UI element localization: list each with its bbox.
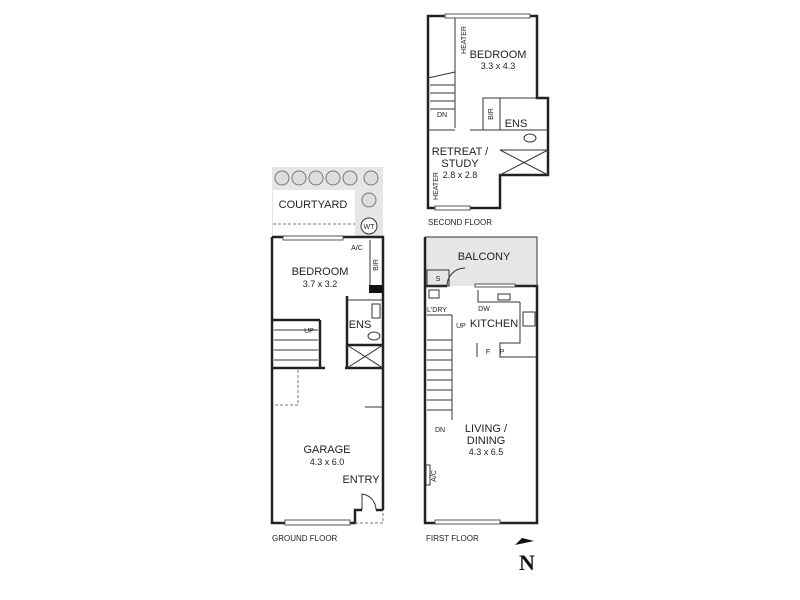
garage-size: 4.3 x 6.0 <box>310 457 345 467</box>
ens-label: ENS <box>505 118 528 130</box>
bir-label: BIR <box>373 259 380 271</box>
stairs <box>427 339 452 411</box>
bir-label: BIR <box>488 108 495 120</box>
ground-floor: WT COURTYARD A/C BIR BEDROOM 3.7 x 3.2 E… <box>270 167 385 543</box>
cabinet-block <box>369 285 383 293</box>
dining-label: DINING <box>467 435 506 447</box>
pantry-label: P <box>500 349 505 356</box>
window <box>282 235 344 241</box>
tree-icons <box>274 170 379 208</box>
balcony-area <box>425 237 537 286</box>
heater-label: HEATER <box>433 172 440 200</box>
second-floor-title: SECOND FLOOR <box>428 218 492 227</box>
study-label: STUDY <box>441 158 479 170</box>
up-label: UP <box>456 323 466 330</box>
ac-label: A/C <box>351 245 363 252</box>
courtyard-area <box>273 190 355 236</box>
bedroom-label: BEDROOM <box>470 49 527 61</box>
courtyard-label: COURTYARD <box>279 199 348 211</box>
entry-label: ENTRY <box>342 474 380 486</box>
first-floor-title: FIRST FLOOR <box>426 534 479 543</box>
first-floor: BALCONY S L'DRY DW KITCHEN F P UP DN LIV… <box>423 236 539 543</box>
heater-label: HEATER <box>461 26 468 54</box>
stairs <box>274 329 318 361</box>
storage-label: S <box>436 276 441 283</box>
north-label: N <box>519 550 535 575</box>
retreat-label: RETREAT / <box>432 146 489 158</box>
laundry-label: L'DRY <box>427 307 447 314</box>
balcony-label: BALCONY <box>458 251 511 263</box>
living-size: 4.3 x 6.5 <box>469 447 504 457</box>
entry-door <box>361 493 377 511</box>
bedroom-size: 3.7 x 3.2 <box>303 279 338 289</box>
dn-label: DN <box>437 112 447 119</box>
garage-label: GARAGE <box>303 444 350 456</box>
living-label: LIVING / <box>465 423 508 435</box>
bedroom-label: BEDROOM <box>292 266 349 278</box>
garage-door <box>284 519 351 526</box>
water-tank-label: WT <box>364 224 376 231</box>
dishwasher-label: DW <box>478 306 490 313</box>
dn-label: DN <box>435 427 445 434</box>
water-tank-icon <box>360 217 378 235</box>
bedroom-size: 3.3 x 4.3 <box>481 61 516 71</box>
study-size: 2.8 x 2.8 <box>443 170 478 180</box>
ac-label: A/C <box>431 470 438 482</box>
fridge-label: F <box>486 349 490 356</box>
second-floor: DN HEATER BEDROOM 3.3 x 4.3 BIR ENS RETR… <box>426 13 550 227</box>
north-arrow-icon <box>515 538 534 545</box>
up-label: UP <box>304 328 314 335</box>
kitchen-label: KITCHEN <box>470 318 518 330</box>
ground-floor-title: GROUND FLOOR <box>272 534 338 543</box>
shower-icon <box>346 344 384 369</box>
ens-label: ENS <box>349 319 372 331</box>
north-compass: N <box>515 538 535 575</box>
shower-icon <box>499 149 549 176</box>
